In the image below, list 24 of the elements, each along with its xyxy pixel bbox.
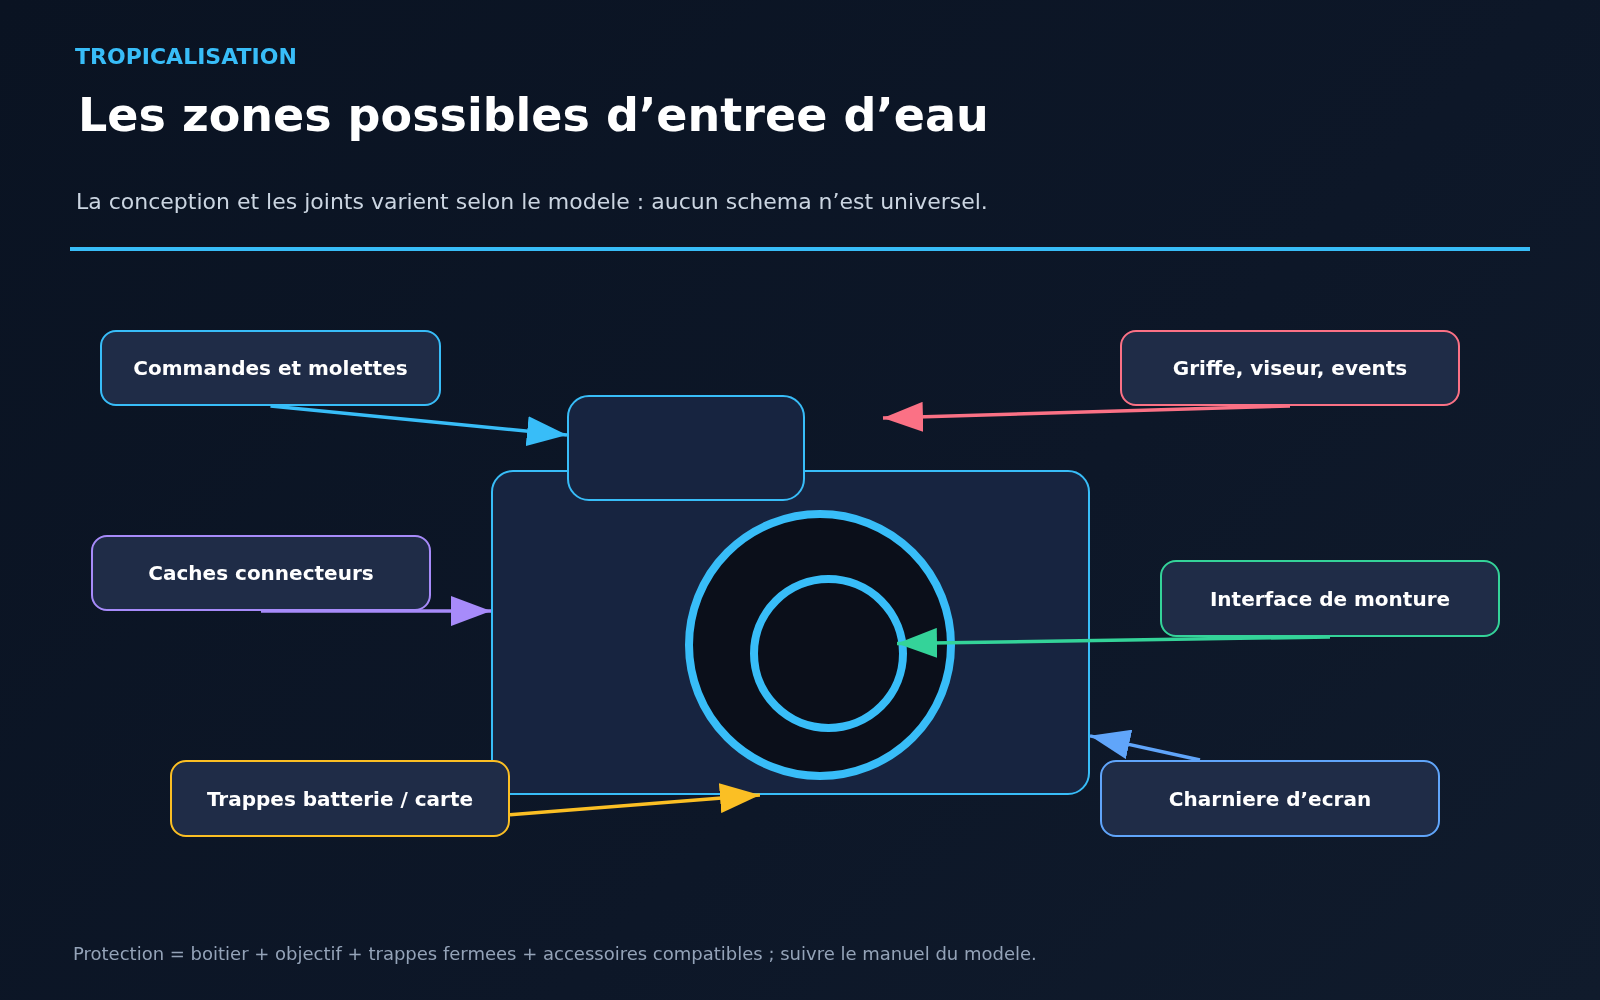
arrow <box>261 596 491 627</box>
callout-box <box>91 535 431 611</box>
callout-label: Caches connecteurs <box>148 561 374 585</box>
arrow <box>509 783 761 817</box>
arrow <box>270 404 568 446</box>
callout-box <box>1100 760 1440 837</box>
callout-box <box>100 330 441 406</box>
callout-label: Charniere d’ecran <box>1168 786 1372 811</box>
callout-label: Trappes batterie / carte <box>206 786 474 811</box>
callout-box <box>170 760 510 837</box>
callout-box <box>1160 560 1500 637</box>
camera-body <box>491 470 1090 795</box>
arrow <box>882 401 1291 432</box>
section-label: TROPICALISATION <box>75 44 297 69</box>
callout-label: Interface de monture <box>1209 586 1451 611</box>
callout-label: Commandes et molettes <box>133 356 408 380</box>
camera-top-housing <box>567 395 805 501</box>
caption: Protection = boitier + objectif + trappes fermees + accessoires compatibles ; suivre le manuel du modele. <box>73 943 1037 964</box>
subtitle: La conception et les joints varient selon le modele : aucun schema n’est universel. <box>76 189 988 214</box>
arrow <box>896 627 1331 658</box>
title: Les zones possibles d’entree d’eau <box>78 88 989 142</box>
arrow <box>1089 729 1201 762</box>
callout-box <box>1120 330 1460 406</box>
callout-label: Griffe, viseur, events <box>1172 356 1408 380</box>
